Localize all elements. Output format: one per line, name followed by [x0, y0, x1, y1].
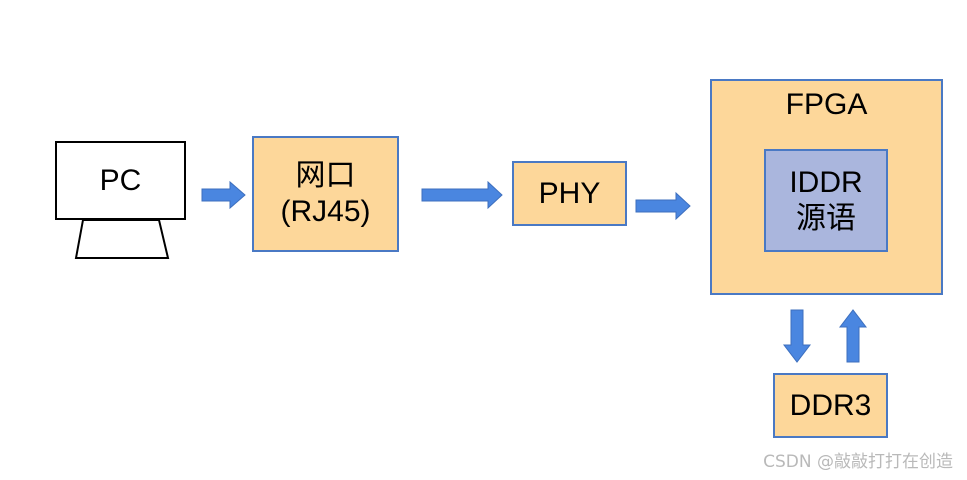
fpga-label: FPGA	[785, 88, 868, 121]
iddr-label-line2: 源语	[796, 201, 856, 235]
ddr3-label: DDR3	[789, 388, 872, 422]
arrow-pc-to-rj45	[201, 180, 246, 210]
iddr-label-line1: IDDR	[789, 165, 863, 199]
phy-label: PHY	[538, 176, 601, 210]
rj45-port-box: 网口 (RJ45)	[252, 136, 399, 252]
pc-monitor: PC	[55, 141, 186, 220]
phy-box: PHY	[512, 161, 627, 226]
rj45-label-line2: (RJ45)	[280, 195, 371, 228]
arrow-rj45-to-phy	[421, 180, 503, 210]
iddr-box: IDDR 源语	[764, 149, 888, 252]
arrow-fpga-to-ddr3	[782, 309, 812, 363]
arrow-phy-to-fpga	[635, 191, 691, 221]
watermark-text: CSDN @敲敲打打在创造	[763, 452, 953, 472]
arrow-ddr3-to-fpga	[838, 309, 868, 363]
ddr3-box: DDR3	[773, 373, 888, 438]
pc-label: PC	[99, 163, 142, 197]
rj45-label-line1: 网口	[295, 159, 356, 192]
